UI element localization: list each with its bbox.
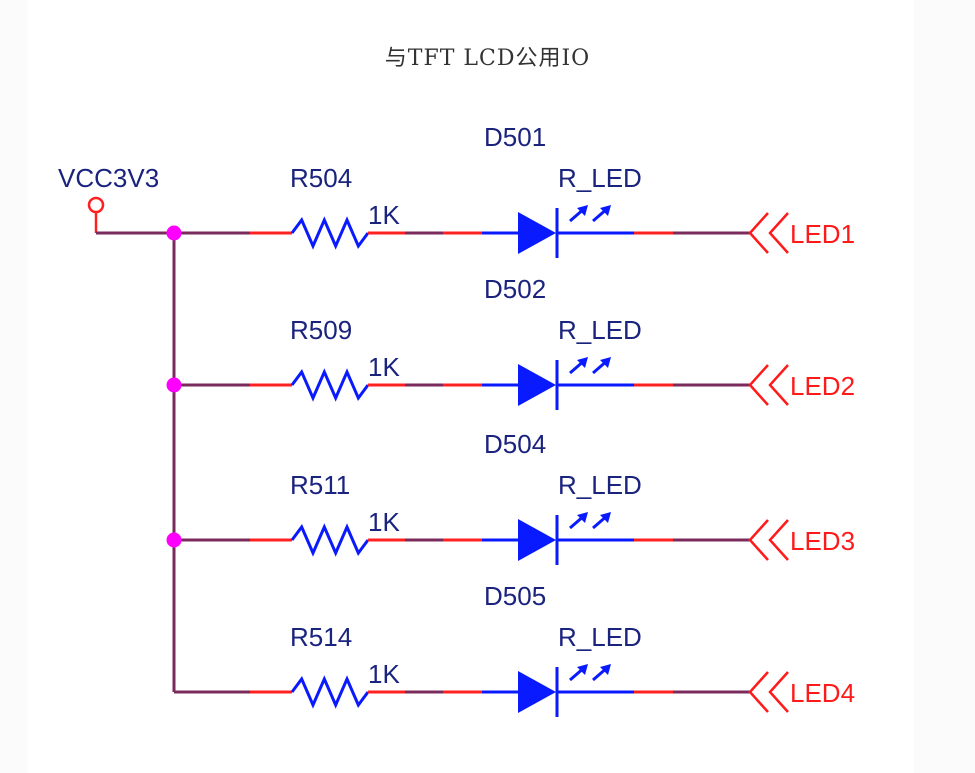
resistor-symbol [290, 523, 370, 557]
light-arrow-head [577, 664, 588, 675]
net-label: LED3 [790, 526, 855, 556]
net-port-chevron [748, 519, 769, 561]
net-label: LED4 [790, 678, 855, 708]
diode-designator: D501 [484, 122, 546, 152]
junction-dot [166, 225, 182, 241]
light-arrow-head [600, 205, 611, 216]
diode-triangle [518, 212, 556, 254]
diode-designator: D505 [484, 581, 546, 611]
diode-triangle [518, 671, 556, 713]
resistor-designator: R509 [290, 315, 352, 345]
light-arrow-head [577, 205, 588, 216]
diode-designator: D502 [484, 274, 546, 304]
resistor-designator: R514 [290, 622, 352, 652]
light-arrow-head [600, 664, 611, 675]
resistor-symbol [290, 368, 370, 402]
net-port-chevron [748, 364, 769, 406]
light-arrow-head [600, 512, 611, 523]
net-port-chevron [768, 519, 789, 561]
schematic-title: 与TFT LCD公用IO [384, 46, 591, 71]
light-arrow-head [600, 357, 611, 368]
diode-value: R_LED [558, 622, 642, 652]
net-label: LED1 [790, 219, 855, 249]
diode-value: R_LED [558, 470, 642, 500]
net-port-chevron [748, 212, 769, 254]
diode-triangle [518, 519, 556, 561]
power-label: VCC3V3 [58, 163, 159, 193]
net-port-chevron [768, 364, 789, 406]
net-port-chevron [768, 212, 789, 254]
diode-triangle [518, 364, 556, 406]
net-label: LED2 [790, 371, 855, 401]
diode-designator: D504 [484, 429, 546, 459]
net-port-chevron [768, 671, 789, 713]
resistor-designator: R511 [290, 470, 350, 500]
resistor-value: 1K [368, 507, 400, 537]
resistor-designator: R504 [290, 163, 352, 193]
led-channels: R5041KD501R_LEDLED1R5091KD502R_LEDLED2R5… [96, 122, 855, 717]
resistor-value: 1K [368, 200, 400, 230]
junction-dot [166, 377, 182, 393]
junction-dot [166, 532, 182, 548]
resistor-value: 1K [368, 352, 400, 382]
diode-value: R_LED [558, 163, 642, 193]
resistor-value: 1K [368, 659, 400, 689]
net-port-chevron [748, 671, 769, 713]
light-arrow-head [577, 512, 588, 523]
diode-value: R_LED [558, 315, 642, 345]
resistor-symbol [290, 675, 370, 709]
power-port-circle [87, 196, 105, 214]
resistor-symbol [290, 216, 370, 250]
power-port-vcc3v3: VCC3V3 [58, 163, 159, 233]
light-arrow-head [577, 357, 588, 368]
